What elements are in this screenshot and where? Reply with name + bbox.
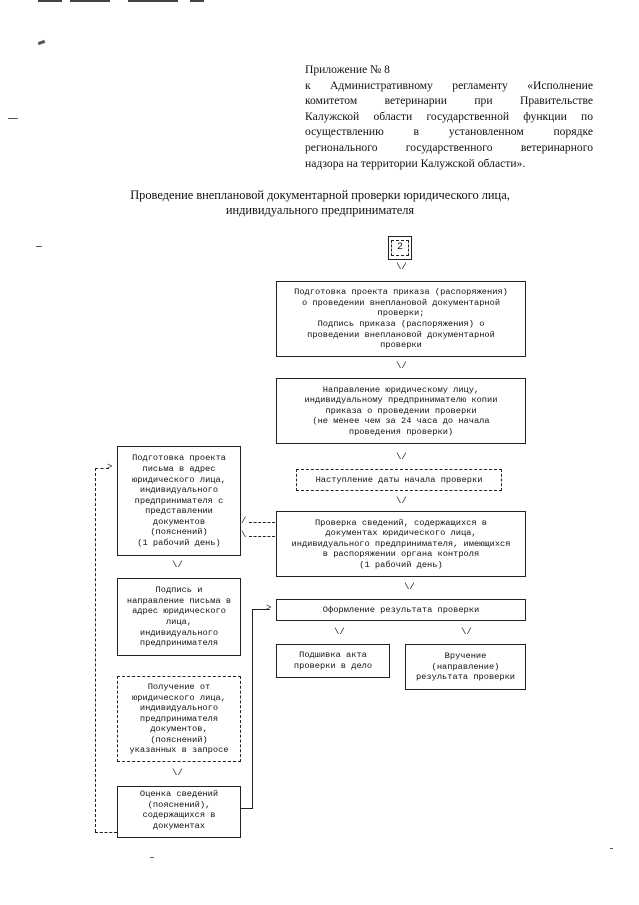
document-title: Проведение внеплановой документарной про…: [80, 188, 560, 218]
annex-line: Приложение № 8: [305, 63, 390, 76]
flow-step-text: Оформление результата проверки: [322, 604, 480, 615]
scan-mark: [610, 848, 613, 849]
arrow-down: \/: [172, 768, 183, 778]
flow-step-text: Оценка сведений (пояснений), содержащихс…: [139, 789, 219, 831]
flow-step-text: Вручение (направление) результата провер…: [415, 651, 516, 683]
annex-line: регионального государственного ветеринар…: [305, 140, 593, 154]
connector-arrowhead: >: [107, 462, 113, 472]
flow-start-box: 2: [388, 236, 412, 260]
annex-line: надзора на территории Калужской области»…: [305, 156, 526, 170]
flow-step-prepare-letter: Подготовка проекта письма в адрес юридич…: [117, 446, 241, 556]
flow-step-text: Подготовка проекта приказа (распоряжения…: [294, 287, 508, 351]
flow-step-receive-documents: Получение от юридического лица, индивиду…: [117, 676, 241, 762]
flow-step-text: Подшивка акта проверки в дело: [293, 650, 373, 671]
flow-step-text: Получение от юридического лица, индивиду…: [129, 681, 229, 756]
flow-step-text: Направление юридическому лицу, индивидуа…: [304, 384, 498, 437]
arrow-down: \/: [396, 496, 407, 506]
flow-step-deliver-result: Вручение (направление) результата провер…: [405, 644, 526, 690]
flow-step-check-information: Проверка сведений, содержащихся в докуме…: [276, 511, 526, 577]
flow-step-evaluate-information: Оценка сведений (пояснений), содержащихс…: [117, 786, 241, 838]
arrow-down: \/: [461, 627, 472, 637]
annex-line: Калужской области государственной функци…: [305, 109, 593, 123]
connector-solid: [241, 808, 253, 809]
connector-dashed: [95, 468, 96, 832]
arrow-down: \/: [396, 361, 407, 371]
flow-step-file-act: Подшивка акта проверки в дело: [276, 644, 390, 678]
annex-heading: Приложение № 8 к Административному регла…: [305, 62, 593, 171]
scan-mark: [150, 857, 154, 858]
arrow-down: \/: [334, 627, 345, 637]
flow-start-label: 2: [391, 240, 409, 256]
arrow-down: \/: [404, 582, 415, 592]
title-line: индивидуального предпринимателя: [225, 203, 415, 217]
title-line: Проведение внеплановой документарной про…: [130, 188, 510, 202]
annex-line: комитетом ветеринарии при Правительстве: [305, 94, 593, 108]
connector-dashed: [95, 468, 109, 469]
arrow-down: \/: [396, 452, 407, 462]
connector-arrowhead: >: [266, 603, 272, 613]
scan-mark: [8, 118, 18, 119]
connector-dashed: [249, 522, 275, 523]
connector-mark: /: [241, 516, 247, 526]
scan-mark: [36, 246, 42, 247]
flow-step-text: Наступление даты начала проверки: [315, 474, 483, 485]
flow-step-send-order-copy: Направление юридическому лицу, индивидуа…: [276, 378, 526, 444]
flow-step-sign-send-letter: Подпись и направление письма в адрес юри…: [117, 578, 241, 656]
flow-step-text: Проверка сведений, содержащихся в докуме…: [291, 517, 511, 570]
annex-line: к Административному регламенту «Исполнен…: [305, 78, 593, 92]
flow-step-text: Подготовка проекта письма в адрес юридич…: [132, 453, 226, 549]
connector-mark: \: [241, 530, 247, 540]
flow-step-prepare-order: Подготовка проекта приказа (распоряжения…: [276, 281, 526, 357]
connector-solid: [252, 609, 270, 610]
connector-solid: [252, 609, 253, 809]
connector-dashed: [249, 536, 275, 537]
scan-mark: [37, 39, 46, 46]
flow-step-format-result: Оформление результата проверки: [276, 599, 526, 621]
arrow-down: \/: [172, 560, 183, 570]
annex-line: осуществлению в установленном порядке: [305, 125, 593, 139]
scan-edge: [0, 0, 639, 3]
arrow-down: \/: [396, 262, 407, 272]
flow-step-text: Подпись и направление письма в адрес юри…: [126, 585, 232, 649]
flow-step-inspection-start-date: Наступление даты начала проверки: [296, 469, 502, 491]
connector-dashed: [95, 832, 117, 833]
